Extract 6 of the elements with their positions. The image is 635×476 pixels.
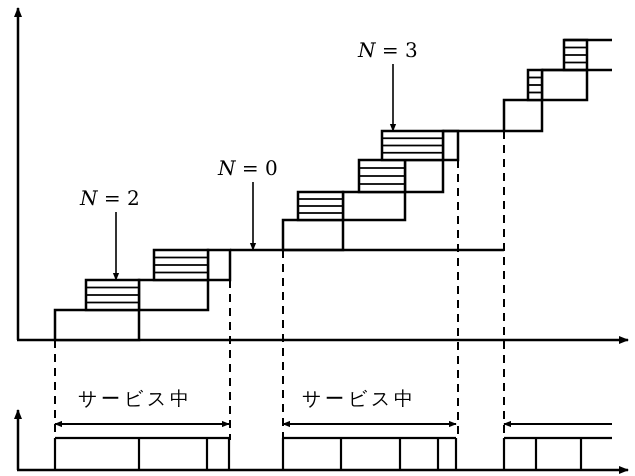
math-label: N = 2 xyxy=(80,186,140,210)
math-label: N = 0 xyxy=(218,156,278,180)
arrow xyxy=(112,212,120,281)
arrow xyxy=(250,182,256,251)
arrow xyxy=(390,64,396,132)
math-label: N = 3 xyxy=(358,38,418,62)
